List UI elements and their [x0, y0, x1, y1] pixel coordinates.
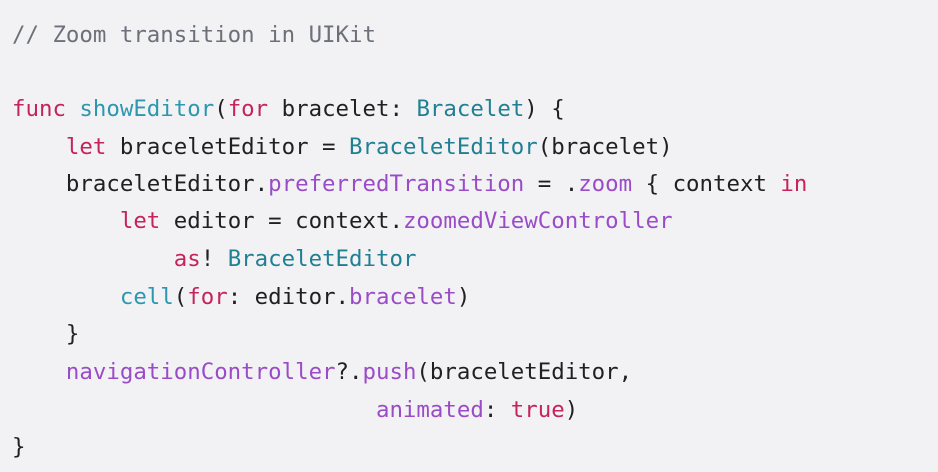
code-token-plain: :: [483, 397, 511, 423]
code-token-method: showEditor: [79, 96, 215, 122]
code-token-type: BraceletEditor: [227, 246, 417, 272]
code-token-property: preferredTransition: [268, 171, 525, 197]
code-token-keyword: for: [227, 96, 269, 122]
code-token-plain: [12, 134, 66, 160]
code-line: func showEditor(for bracelet: Bracelet) …: [12, 95, 565, 123]
code-token-plain: (: [173, 284, 188, 310]
code-line: as! BraceletEditor: [12, 245, 417, 273]
code-token-plain: ) {: [524, 96, 565, 122]
code-token-keyword: true: [510, 397, 565, 423]
code-token-type: BraceletEditor: [349, 134, 538, 160]
code-line: animated: true): [12, 396, 578, 424]
code-token-plain: braceletEditor.: [12, 171, 269, 197]
code-token-plain: [12, 208, 120, 234]
code-token-plain: braceletEditor =: [106, 134, 350, 160]
code-token-plain: ): [564, 397, 579, 423]
code-token-plain: editor = context.: [160, 208, 403, 234]
code-line: let braceletEditor = BraceletEditor(brac…: [12, 133, 673, 161]
code-token-plain: { context: [632, 171, 781, 197]
code-token-keyword: in: [780, 171, 808, 197]
code-token-plain: [66, 96, 79, 122]
code-token-plain: }: [12, 434, 26, 460]
code-line: let editor = context.zoomedViewControlle…: [12, 207, 673, 235]
code-token-plain: [12, 359, 66, 385]
code-token-plain: !: [200, 246, 228, 272]
code-token-plain: (: [214, 96, 228, 122]
code-token-keyword: as: [173, 246, 201, 272]
code-token-plain: [12, 246, 174, 272]
code-token-property: zoom: [578, 171, 633, 197]
code-token-keyword: let: [119, 208, 161, 234]
code-line: cell(for: editor.bracelet): [12, 283, 471, 311]
code-token-keyword: let: [65, 134, 107, 160]
code-token-plain: [12, 284, 120, 310]
code-token-plain: }: [12, 321, 80, 347]
code-token-keyword: for: [187, 284, 228, 310]
code-token-plain: bracelet:: [268, 96, 417, 122]
code-token-comment: // Zoom transition in UIKit: [12, 22, 376, 48]
code-token-property: animated: [375, 397, 484, 423]
code-line: }: [12, 320, 80, 348]
code-token-property: push: [362, 359, 417, 385]
code-token-keyword: func: [12, 96, 66, 122]
code-token-plain: [12, 397, 376, 423]
code-token-plain: : editor.: [227, 284, 350, 310]
code-line: }: [12, 433, 25, 461]
code-line: navigationController?.push(braceletEdito…: [12, 358, 632, 386]
code-line: braceletEditor.preferredTransition = .zo…: [12, 170, 807, 198]
code-token-plain: ?.: [335, 359, 363, 385]
code-token-type: Bracelet: [416, 96, 525, 122]
code-token-method: cell: [119, 284, 174, 310]
code-token-property: zoomedViewController: [402, 208, 673, 234]
code-token-property: bracelet: [349, 284, 457, 310]
code-line: // Zoom transition in UIKit: [12, 21, 376, 49]
code-token-plain: = .: [524, 171, 579, 197]
code-token-plain: (braceletEditor,: [416, 359, 633, 385]
code-token-plain: (bracelet): [537, 134, 673, 160]
code-token-property: navigationController: [65, 359, 336, 385]
code-token-plain: ): [456, 284, 471, 310]
